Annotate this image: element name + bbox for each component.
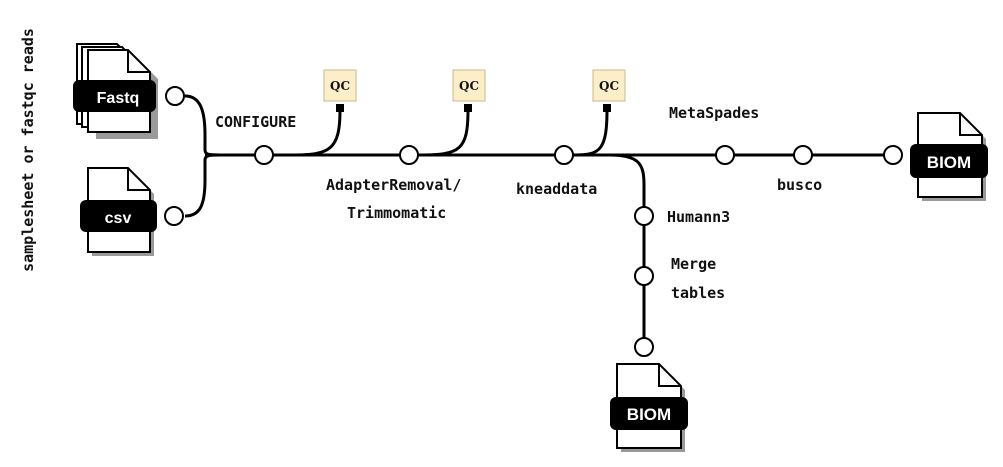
label-metaspades: MetaSpades (669, 104, 759, 122)
node-biom-branch (634, 337, 654, 357)
node-fastq (165, 86, 185, 106)
fastq-file-icon: Fastq (73, 43, 158, 139)
side-label: samplesheet or fastqc reads (19, 28, 37, 272)
biom-output-branch-icon: BIOM (610, 363, 688, 452)
biom-main-badge-label: BIOM (927, 153, 971, 172)
node-merge (634, 266, 654, 286)
qc-stubs (336, 104, 611, 112)
node-adapterremoval (399, 145, 419, 165)
node-biom-main (883, 145, 903, 165)
fastq-badge-label: Fastq (97, 90, 140, 107)
node-kneaddata (554, 145, 574, 165)
csv-file-icon: csv (80, 167, 157, 256)
node-busco (793, 145, 813, 165)
node-csv (164, 206, 184, 226)
label-merge-2: tables (671, 284, 725, 302)
label-adapterremoval-2: Trimmomatic (347, 204, 446, 222)
connector-lines (184, 94, 893, 345)
qc-box-3: QC (592, 69, 626, 102)
label-adapterremoval-1: AdapterRemoval/ (326, 176, 461, 194)
label-merge-1: Merge (671, 255, 716, 273)
label-humann: Humann3 (667, 208, 730, 226)
biom-output-main-icon: BIOM (910, 112, 988, 201)
node-configure (254, 145, 274, 165)
csv-badge-label: csv (105, 210, 132, 227)
pipeline-nodes (164, 86, 903, 357)
qc-box-1: QC (323, 69, 357, 102)
qc-label-3: QC (599, 79, 619, 93)
biom-branch-badge-label: BIOM (627, 405, 671, 424)
label-kneaddata: kneaddata (516, 180, 597, 198)
qc-label-1: QC (330, 79, 350, 93)
qc-label-2: QC (459, 79, 479, 93)
node-humann (634, 206, 654, 226)
label-busco: busco (777, 176, 822, 194)
qc-box-2: QC (452, 69, 486, 102)
node-metaspades (715, 145, 735, 165)
label-configure: CONFIGURE (215, 113, 296, 131)
